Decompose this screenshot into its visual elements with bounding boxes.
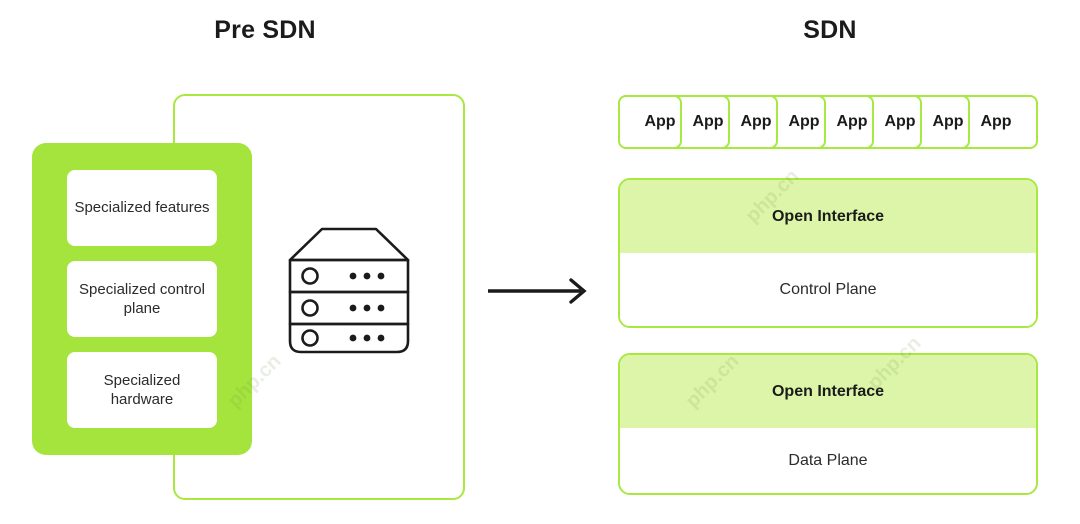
arrow-right-icon: [488, 278, 587, 304]
legacy-item-specialized-hardware: Specialized hardware: [67, 352, 217, 428]
data-plane-body: Data Plane: [620, 428, 1036, 493]
app-card-label: App: [932, 113, 964, 130]
control-plane-card: Open Interface Control Plane: [618, 178, 1038, 328]
app-card-label: App: [788, 113, 820, 130]
app-card-row: App App App App App App App App: [618, 95, 1038, 149]
legacy-item-label: Specialized control plane: [79, 280, 205, 317]
app-card-label: App: [884, 113, 916, 130]
app-card[interactable]: App: [618, 95, 682, 149]
open-interface-label: Open Interface: [771, 382, 885, 400]
open-interface-band: Open Interface: [620, 355, 1036, 428]
legacy-item-specialized-features: Specialized features: [67, 170, 217, 246]
app-card-label: App: [836, 113, 868, 130]
sdn-title: SDN: [803, 16, 857, 44]
app-card-label: App: [644, 113, 676, 130]
data-plane-card: Open Interface Data Plane: [618, 353, 1038, 495]
server-rack-icon: [288, 227, 410, 354]
app-card-label: App: [740, 113, 772, 130]
legacy-item-specialized-control-plane: Specialized control plane: [67, 261, 217, 337]
legacy-item-label: Specialized features: [74, 199, 210, 217]
control-plane-body: Control Plane: [620, 253, 1036, 326]
data-plane-label: Data Plane: [788, 451, 868, 469]
legacy-item-label: Specialized hardware: [103, 371, 181, 408]
app-card-label: App: [692, 113, 724, 130]
open-interface-label: Open Interface: [771, 207, 885, 225]
pre-sdn-panel: Pre SDN Specialized features Specialized…: [32, 16, 465, 500]
open-interface-band: Open Interface: [620, 180, 1036, 253]
app-card-label: App: [980, 113, 1012, 130]
legacy-stack-panel: Specialized features Specialized control…: [32, 143, 252, 455]
pre-sdn-title: Pre SDN: [214, 16, 316, 44]
control-plane-label: Control Plane: [779, 280, 877, 298]
